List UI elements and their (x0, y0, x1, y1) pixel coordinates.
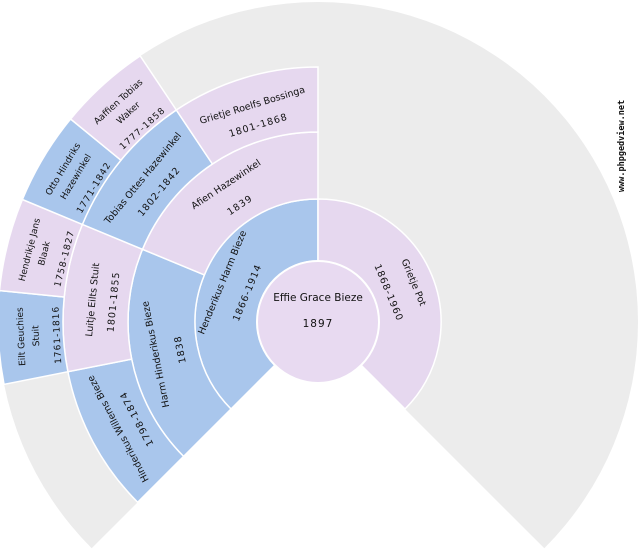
person-dates-label: 1838 (173, 334, 189, 364)
fan-sector-aaffien-tobias-waker[interactable] (69, 54, 178, 162)
watermark-link: www.phpgedview.net (617, 99, 627, 192)
center-person-name: Effie Grace Bieze (273, 292, 363, 304)
center-person-disc[interactable] (256, 260, 380, 384)
person-name-label: Eilt Geuchies (15, 307, 28, 366)
person-name-label: Stuit (31, 325, 42, 347)
person-dates-label: 1761-1816 (51, 306, 64, 364)
center-person-dates: 1897 (303, 318, 334, 330)
fan-sector-grietje-roelfs-bossinga[interactable] (175, 66, 319, 166)
